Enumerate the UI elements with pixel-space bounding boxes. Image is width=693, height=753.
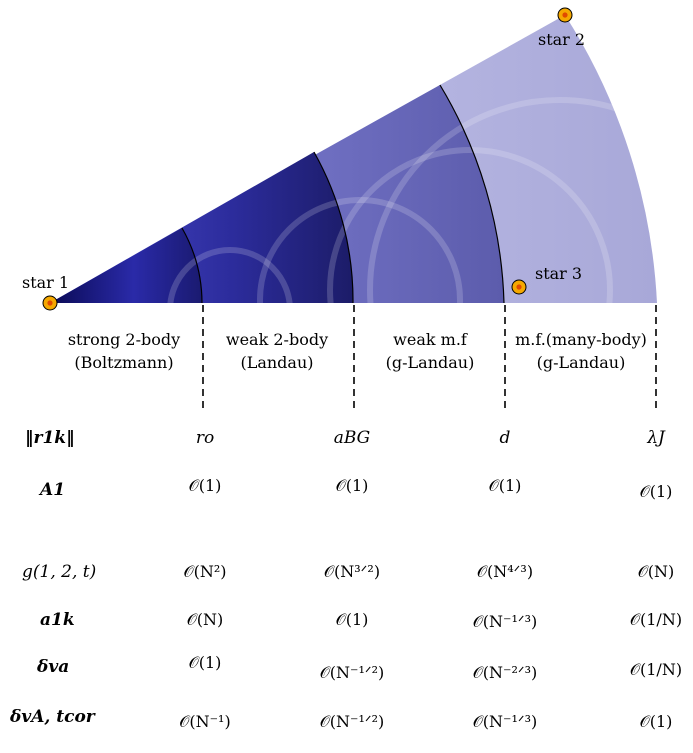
- region-4-line2: (g-Landau): [537, 353, 626, 372]
- table-row: g(1, 2, t) 𝒪(N²) 𝒪(N³ᐟ²) 𝒪(N⁴ᐟ³) 𝒪(N): [22, 562, 674, 582]
- region-3-line2: (g-Landau): [386, 353, 475, 372]
- region-labels: strong 2-body (Boltzmann) weak 2-body (L…: [68, 330, 647, 372]
- star-3-label: star 3: [535, 264, 582, 283]
- region-1-line2: (Boltzmann): [74, 353, 173, 372]
- region-strong-2body: [50, 228, 202, 303]
- col-header-abg: aBG: [334, 428, 371, 448]
- region-2-line1: weak 2-body: [226, 330, 328, 349]
- table-row: δva 𝒪(1) 𝒪(N⁻¹ᐟ²) 𝒪(N⁻²ᐟ³) 𝒪(1/N): [36, 653, 682, 682]
- table-row: A1 𝒪(1) 𝒪(1) 𝒪(1) 𝒪(1): [38, 476, 672, 501]
- row-label-dva: δva: [36, 657, 69, 677]
- header-label: ‖r1k‖: [25, 428, 75, 448]
- cell: 𝒪(1): [489, 476, 522, 495]
- row-label-a1: A1: [38, 480, 65, 500]
- star-2-label: star 2: [538, 30, 585, 49]
- region-3-line1: weak m.f: [393, 330, 468, 349]
- cell: 𝒪(N⁴ᐟ³): [477, 562, 533, 581]
- cell: 𝒪(N⁻¹ᐟ²): [320, 712, 385, 731]
- table-header: ‖r1k‖ ro aBG d λJ: [25, 428, 666, 448]
- table-body: A1 𝒪(1) 𝒪(1) 𝒪(1) 𝒪(1) g(1, 2, t) 𝒪(N²) …: [9, 476, 682, 731]
- cell: 𝒪(1/N): [630, 610, 682, 629]
- star-1-label: star 1: [22, 273, 69, 292]
- col-header-d: d: [500, 428, 511, 448]
- col-header-ro: ro: [196, 428, 214, 448]
- row-label-dvA-tcor: δvA, tcor: [9, 707, 96, 727]
- table-row: δvA, tcor 𝒪(N⁻¹) 𝒪(N⁻¹ᐟ²) 𝒪(N⁻¹ᐟ³) 𝒪(1): [9, 707, 672, 731]
- cell: 𝒪(1): [189, 476, 222, 495]
- wedge: [50, 15, 657, 304]
- cell: 𝒪(1/N): [630, 660, 682, 679]
- boundary-arc-abg: [313, 151, 354, 304]
- row-label-a1k: a1k: [40, 610, 75, 630]
- cell: 𝒪(1): [640, 712, 673, 731]
- region-4-line1: m.f.(many-body): [515, 330, 647, 349]
- cell: 𝒪(N⁻¹ᐟ³): [473, 712, 538, 731]
- cell: 𝒪(N³ᐟ²): [324, 562, 380, 581]
- cell: 𝒪(N): [638, 562, 675, 581]
- star-3: star 3: [511, 264, 582, 295]
- region-2-line2: (Landau): [240, 353, 313, 372]
- star-2: star 2: [538, 7, 585, 49]
- col-header-lambda: λJ: [646, 428, 666, 448]
- cell: 𝒪(1): [336, 476, 369, 495]
- cell: 𝒪(1): [640, 482, 673, 501]
- cell: 𝒪(N²): [184, 562, 227, 581]
- cell: 𝒪(N⁻¹): [179, 712, 230, 731]
- cell: 𝒪(N⁻²ᐟ³): [473, 663, 538, 682]
- cell: 𝒪(N⁻¹ᐟ³): [473, 612, 538, 631]
- cell: 𝒪(1): [336, 610, 369, 629]
- row-label-g: g(1, 2, t): [22, 562, 96, 582]
- star-1: star 1: [22, 273, 69, 311]
- cell: 𝒪(N⁻¹ᐟ²): [320, 663, 385, 682]
- boundary-arc-d: [439, 84, 505, 304]
- cell: 𝒪(1): [189, 653, 222, 672]
- cell: 𝒪(N): [187, 610, 224, 629]
- table-row: a1k 𝒪(N) 𝒪(1) 𝒪(N⁻¹ᐟ³) 𝒪(1/N): [40, 610, 682, 631]
- boundary-arc-ro: [181, 227, 203, 304]
- region-1-line1: strong 2-body: [68, 330, 180, 349]
